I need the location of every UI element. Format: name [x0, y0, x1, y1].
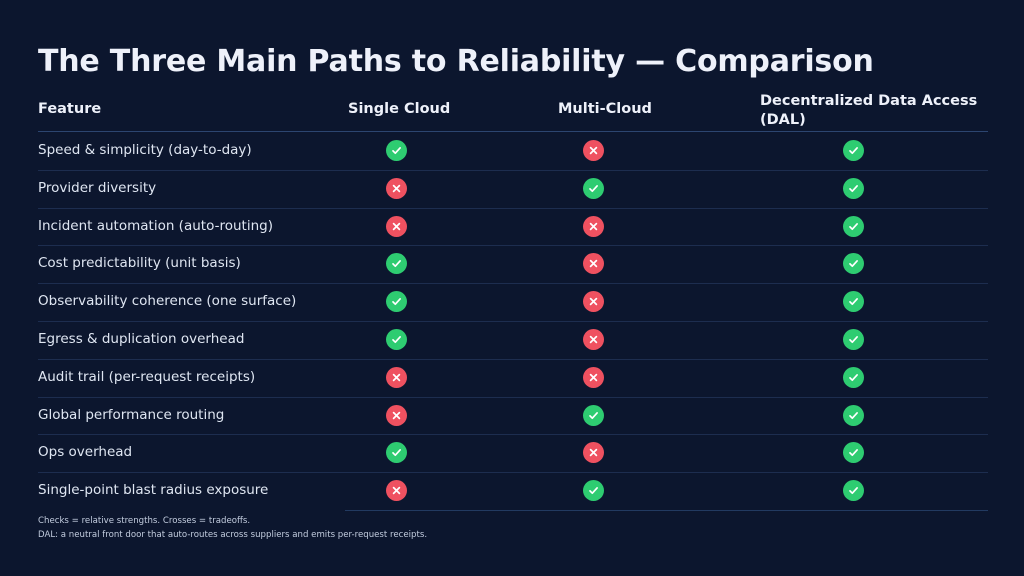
cross-icon-single-cloud — [386, 215, 407, 237]
row-label: Speed & simplicity (day-to-day) — [38, 142, 252, 158]
column-header-single-cloud: Single Cloud — [348, 101, 451, 117]
header-divider — [38, 131, 988, 132]
check-icon-dal — [843, 366, 864, 388]
row-divider — [38, 396, 988, 398]
row-divider — [38, 472, 988, 474]
table-row: Audit trail (per-request receipts) — [38, 360, 988, 398]
table-row: Provider diversity — [38, 171, 988, 209]
row-label: Single-point blast radius exposure — [38, 482, 269, 499]
check-icon-single-cloud — [386, 328, 407, 350]
table-body: Speed & simplicity (day-to-day) Provider … — [38, 133, 988, 511]
table-row: Speed & simplicity (day-to-day) — [38, 133, 988, 171]
footnote-legend: Checks = relative strengths. Crosses = t… — [38, 516, 251, 526]
check-icon-dal — [843, 442, 864, 464]
check-icon-dal — [843, 480, 864, 502]
cross-icon-single-cloud — [386, 366, 407, 388]
cross-icon-multi-cloud — [583, 291, 604, 313]
row-divider — [38, 434, 988, 436]
row-divider — [345, 509, 988, 511]
row-label: Egress & duplication overhead — [38, 330, 245, 347]
cross-icon-single-cloud — [386, 177, 407, 199]
check-icon-dal — [843, 328, 864, 350]
row-divider — [38, 207, 988, 209]
column-header-multi-cloud: Multi-Cloud — [558, 101, 652, 117]
row-divider — [38, 320, 988, 322]
row-label: Audit trail (per-request receipts) — [38, 368, 256, 385]
cross-icon-multi-cloud — [583, 253, 604, 275]
cross-icon-multi-cloud — [583, 215, 604, 237]
row-divider — [38, 358, 988, 360]
row-divider — [38, 283, 988, 285]
row-label: Cost predictability (unit basis) — [38, 255, 241, 272]
comparison-table: Feature Single Cloud Multi-Cloud Decentr… — [38, 90, 988, 511]
check-icon-multi-cloud — [583, 404, 604, 426]
row-divider — [38, 245, 988, 247]
cross-icon-multi-cloud — [583, 140, 604, 161]
row-label: Global performance routing — [38, 406, 225, 423]
check-icon-dal — [843, 291, 864, 313]
table-row: Ops overhead — [38, 435, 988, 474]
check-icon-dal — [843, 253, 864, 275]
cross-icon-multi-cloud — [583, 328, 604, 350]
table-row: Single-point blast radius exposure — [38, 473, 988, 511]
row-label: Incident automation (auto-routing) — [38, 217, 273, 234]
check-icon-dal — [843, 177, 864, 199]
check-icon-single-cloud — [386, 253, 407, 275]
table-row: Observability coherence (one surface) — [38, 284, 988, 322]
row-label: Ops overhead — [38, 444, 133, 461]
check-icon-single-cloud — [386, 140, 407, 161]
check-icon-single-cloud — [386, 442, 407, 464]
check-icon-multi-cloud — [583, 177, 604, 199]
table-row: Incident automation (auto-routing) — [38, 209, 988, 247]
row-divider — [38, 169, 988, 171]
table-row: Global performance routing — [38, 398, 988, 436]
check-icon-multi-cloud — [583, 480, 604, 502]
check-icon-dal — [843, 215, 864, 237]
column-header-feature: Feature — [38, 101, 102, 117]
cross-icon-single-cloud — [386, 404, 407, 426]
table-row: Egress & duplication overhead — [38, 322, 988, 360]
cross-icon-multi-cloud — [583, 442, 604, 464]
page-title: The Three Main Paths to Reliability — Co… — [38, 44, 874, 79]
check-icon-dal — [843, 404, 864, 426]
cross-icon-multi-cloud — [583, 366, 604, 388]
table-row: Cost predictability (unit basis) — [38, 246, 988, 285]
check-icon-single-cloud — [386, 291, 407, 313]
row-label: Observability coherence (one surface) — [38, 293, 297, 310]
check-icon-dal — [843, 140, 864, 161]
column-header-dal: Decentralized Data Access (DAL) — [760, 93, 978, 128]
cross-icon-single-cloud — [386, 480, 407, 502]
footnote-dal: DAL: a neutral front door that auto-rout… — [38, 529, 428, 540]
table-header-row: Feature Single Cloud Multi-Cloud Decentr… — [38, 90, 988, 132]
row-label: Provider diversity — [38, 179, 157, 196]
footnotes: Checks = relative strengths. Crosses = t… — [38, 515, 427, 543]
